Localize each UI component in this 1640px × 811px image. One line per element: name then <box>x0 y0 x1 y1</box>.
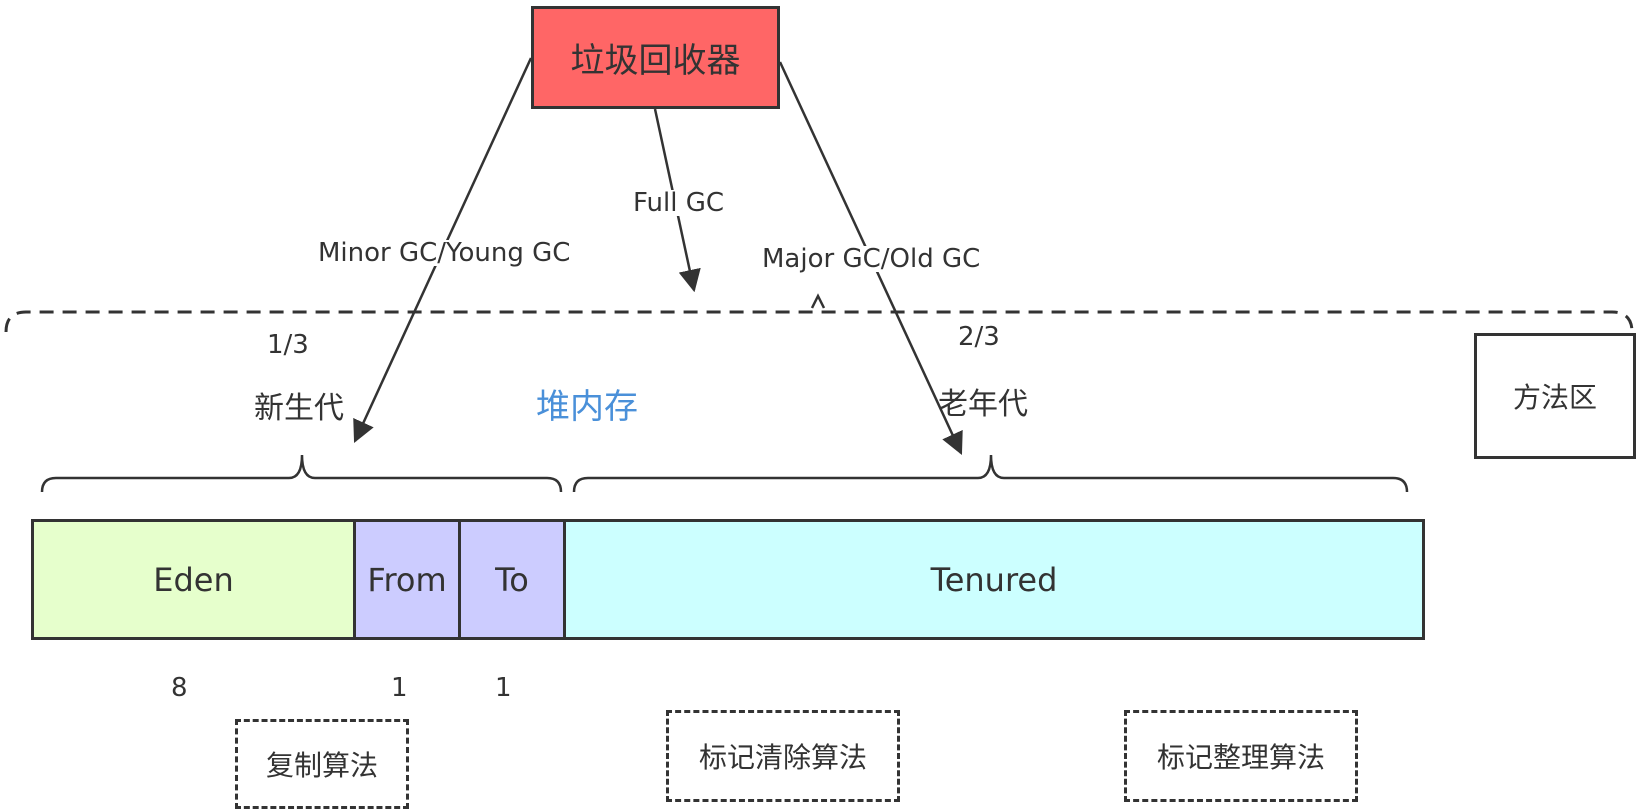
garbage-collector-label: 垃圾回收器 <box>570 41 741 81</box>
mark-sweep-algorithm-label: 标记清除算法 <box>698 741 867 774</box>
from-ratio: 1 <box>391 673 408 703</box>
to-segment: To <box>458 519 566 640</box>
from-label: From <box>367 560 447 599</box>
garbage-collector-box: 垃圾回收器 <box>531 6 780 109</box>
copy-algorithm-label: 复制算法 <box>265 749 378 782</box>
eden-segment: Eden <box>31 519 356 640</box>
young-gen-label: 新生代 <box>254 391 344 426</box>
full-gc-label: Full GC <box>631 188 727 218</box>
minor-gc-label: Minor GC/Young GC <box>316 238 573 268</box>
old-gen-brace <box>572 454 1409 493</box>
mark-compact-algorithm-label: 标记整理算法 <box>1156 741 1325 774</box>
major-gc-label: Major GC/Old GC <box>760 244 983 274</box>
young-gen-ratio: 1/3 <box>267 330 309 360</box>
old-gen-label: 老年代 <box>938 387 1028 422</box>
tenured-segment: Tenured <box>563 519 1425 640</box>
eden-ratio: 8 <box>171 673 188 703</box>
boundary-caret <box>810 293 826 309</box>
heap-title: 堆内存 <box>536 387 638 427</box>
tenured-label: Tenured <box>930 560 1058 599</box>
method-area-label: 方法区 <box>1512 381 1597 414</box>
to-ratio: 1 <box>495 673 512 703</box>
copy-algorithm-box: 复制算法 <box>235 719 409 809</box>
method-area-box: 方法区 <box>1474 333 1636 459</box>
mark-compact-algorithm-box: 标记整理算法 <box>1124 710 1358 802</box>
old-gen-ratio: 2/3 <box>958 322 1000 352</box>
from-segment: From <box>353 519 461 640</box>
mark-sweep-algorithm-box: 标记清除算法 <box>666 710 900 802</box>
to-label: To <box>495 560 529 599</box>
heap-boundary <box>4 310 1634 333</box>
eden-label: Eden <box>153 560 234 599</box>
young-gen-brace <box>40 454 563 493</box>
